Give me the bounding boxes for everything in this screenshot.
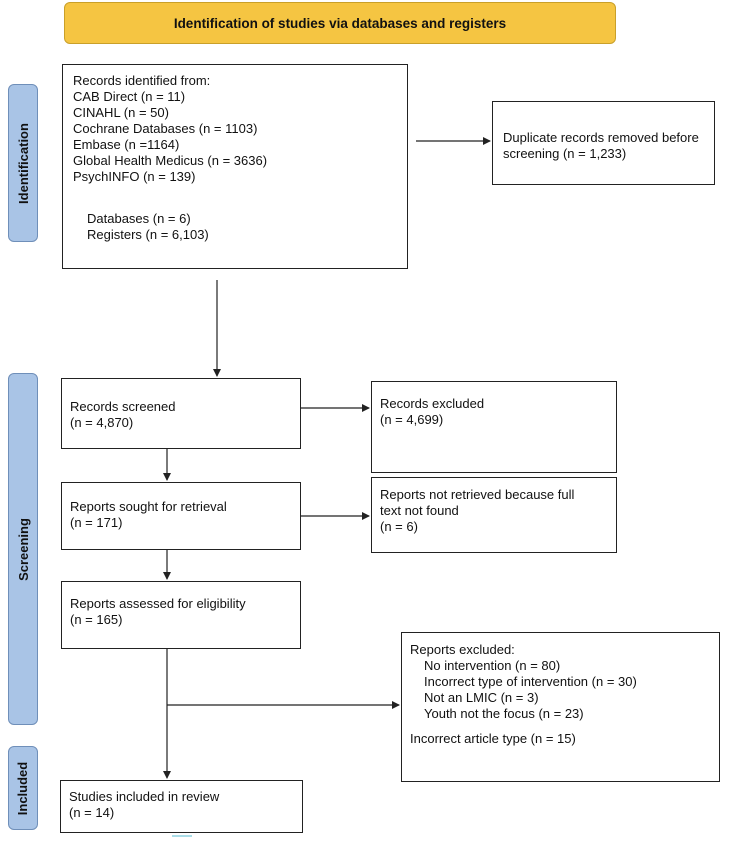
- exclusion-reason: No intervention (n = 80): [424, 658, 561, 673]
- reports-assessed-label: Reports assessed for eligibility: [70, 596, 246, 611]
- duplicates-removed-box: Duplicate records removed before screeni…: [492, 101, 715, 185]
- source-item: Embase (n =1164): [73, 137, 180, 152]
- phase-screening-label: Screening: [15, 517, 31, 581]
- reports-excluded-box: Reports excluded: No intervention (n = 8…: [401, 632, 720, 782]
- records-identified-box: Records identified from: CAB Direct (n =…: [62, 64, 408, 269]
- records-screened-count: (n = 4,870): [70, 415, 134, 430]
- not-retrieved-count: (n = 6): [380, 519, 418, 534]
- reports-assessed-box: Reports assessed for eligibility (n = 16…: [61, 581, 301, 649]
- records-excluded-count: (n = 4,699): [380, 412, 444, 427]
- reports-sought-count: (n = 171): [70, 515, 123, 530]
- phase-identification-label: Identification: [15, 122, 31, 204]
- header-title: Identification of studies via databases …: [173, 15, 507, 31]
- reports-not-retrieved-box: Reports not retrieved because full text …: [371, 477, 617, 553]
- duplicates-line1: Duplicate records removed before: [503, 130, 699, 145]
- reports-excluded-title: Reports excluded:: [410, 642, 515, 657]
- reports-sought-label: Reports sought for retrieval: [70, 499, 227, 514]
- records-screened-box: Records screened (n = 4,870): [61, 378, 301, 449]
- studies-included-box: Studies included in review (n = 14): [60, 780, 303, 833]
- reports-assessed-count: (n = 165): [70, 612, 123, 627]
- phase-included: Included: [8, 746, 38, 830]
- header-banner: Identification of studies via databases …: [64, 2, 616, 44]
- exclusion-reason: Incorrect type of intervention (n = 30): [424, 674, 637, 689]
- phase-identification: Identification: [8, 84, 38, 242]
- reports-sought-box: Reports sought for retrieval (n = 171): [61, 482, 301, 550]
- records-excluded-label: Records excluded: [380, 396, 485, 411]
- source-item: CAB Direct (n = 11): [73, 89, 186, 104]
- source-item: Global Health Medicus (n = 3636): [73, 153, 268, 168]
- studies-included-label: Studies included in review: [69, 789, 220, 804]
- records-screened-label: Records screened: [70, 399, 176, 414]
- source-item: Cochrane Databases (n = 1103): [73, 121, 258, 136]
- source-item: CINAHL (n = 50): [73, 105, 169, 120]
- not-retrieved-line2: text not found: [380, 503, 459, 518]
- not-retrieved-line1: Reports not retrieved because full: [380, 487, 575, 502]
- phase-included-label: Included: [15, 761, 31, 815]
- incorrect-article-type: Incorrect article type (n = 15): [410, 731, 576, 746]
- exclusion-reason: Not an LMIC (n = 3): [424, 690, 539, 705]
- registers-count: Registers (n = 6,103): [87, 227, 209, 242]
- phase-screening: Screening: [8, 373, 38, 725]
- databases-count: Databases (n = 6): [87, 211, 191, 226]
- records-excluded-box: Records excluded (n = 4,699): [371, 381, 617, 473]
- studies-included-count: (n = 14): [69, 805, 115, 820]
- duplicates-line2: screening (n = 1,233): [503, 146, 627, 161]
- records-identified-title: Records identified from:: [73, 73, 211, 88]
- source-item: PsychINFO (n = 139): [73, 169, 196, 184]
- exclusion-reason: Youth not the focus (n = 23): [424, 706, 584, 721]
